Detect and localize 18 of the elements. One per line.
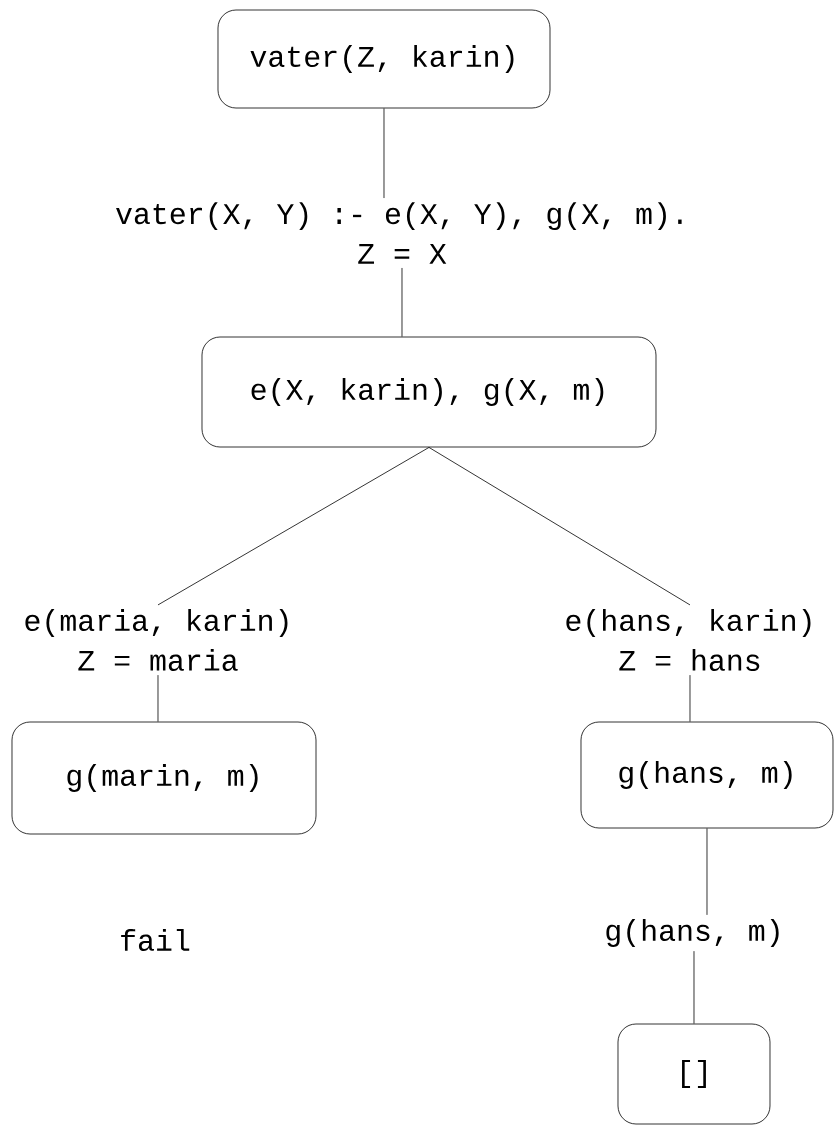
goal-text: e(hans, karin) Z = hans — [566, 609, 811, 671]
rounded-box: e(X, karin), g(X, m) — [201, 336, 657, 448]
connector-line — [401, 267, 403, 337]
connector-line — [383, 108, 385, 199]
status-text: fail — [121, 929, 190, 951]
goal-text: vater(X, Y) :- e(X, Y), g(X, m). Z = X — [116, 202, 682, 264]
connector-line — [428, 447, 691, 606]
rounded-box: [] — [617, 1023, 771, 1125]
connector-line — [689, 674, 691, 722]
rounded-box: vater(Z, karin) — [217, 9, 551, 109]
connector-line — [157, 674, 159, 722]
goal-text: g(hans, m) — [606, 919, 779, 947]
connector-line — [706, 828, 708, 916]
goal-text: e(maria, karin) Z = maria — [25, 609, 288, 671]
rounded-box: g(hans, m) — [580, 721, 834, 829]
connector-line — [157, 447, 430, 606]
rounded-box: g(marin, m) — [11, 721, 317, 835]
connector-line — [693, 950, 695, 1024]
